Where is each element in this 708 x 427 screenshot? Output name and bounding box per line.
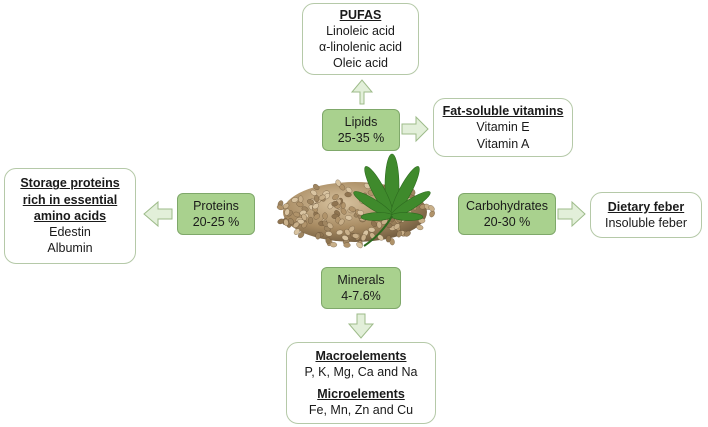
pufas-item: Oleic acid bbox=[333, 56, 388, 71]
hemp-seed bbox=[318, 194, 326, 201]
arrow-right-to-dietary-feber bbox=[557, 200, 586, 228]
lipids-label: Lipids bbox=[344, 114, 378, 129]
hemp-seed bbox=[340, 207, 347, 215]
hemp-seed bbox=[396, 230, 402, 238]
hemp-seed bbox=[322, 212, 328, 220]
hemp-seed bbox=[341, 235, 349, 241]
hemp-seed bbox=[310, 189, 318, 196]
hemp-seed bbox=[368, 227, 376, 233]
proteins-box: Proteins 20-25 % bbox=[177, 193, 255, 235]
storage-proteins-box: Storage proteins rich in essential amino… bbox=[4, 168, 136, 264]
hemp-seed bbox=[301, 213, 307, 221]
minerals-label: Minerals bbox=[337, 272, 385, 287]
arrow-left-to-storage-proteins bbox=[143, 200, 173, 228]
lipids-box: Lipids 25-35 % bbox=[322, 109, 400, 151]
hemp-seed bbox=[276, 204, 284, 211]
hemp-seed bbox=[291, 197, 299, 203]
pufas-item: α-linolenic acid bbox=[319, 40, 402, 54]
pufas-item: Linoleic acid bbox=[326, 23, 395, 38]
storage-protein-item: Edestin bbox=[49, 225, 91, 240]
minerals-value: 4-7.6% bbox=[341, 289, 381, 303]
storage-proteins-title-line: rich in essential bbox=[22, 192, 118, 207]
hemp-seed bbox=[389, 238, 395, 246]
arrow-up-to-pufas bbox=[350, 79, 374, 105]
hemp-seed bbox=[283, 218, 289, 227]
cannabis-leaf-icon bbox=[353, 153, 431, 247]
hemp-seed bbox=[288, 218, 294, 225]
hemp-seed bbox=[325, 237, 331, 245]
microelements-title: Microelements bbox=[317, 387, 405, 401]
hemp-seed bbox=[315, 232, 321, 240]
hemp-seed bbox=[343, 242, 351, 248]
arrow-down-to-elements bbox=[347, 313, 375, 339]
hemp-seed bbox=[326, 222, 334, 229]
storage-proteins-title-line: amino acids bbox=[33, 208, 107, 223]
fat-soluble-vitamins-box: Fat-soluble vitamins Vitamin E Vitamin A bbox=[433, 98, 573, 157]
dietary-feber-box: Dietary feber Insoluble feber bbox=[590, 192, 702, 238]
storage-proteins-title-line: Storage proteins bbox=[20, 176, 120, 191]
dietary-feber-title: Dietary feber bbox=[607, 199, 685, 214]
hemp-seed bbox=[329, 242, 338, 248]
vitamin-item: Vitamin A bbox=[476, 136, 530, 151]
macroelements-items: P, K, Mg, Ca and Na bbox=[304, 364, 418, 379]
hemp-seed bbox=[325, 231, 333, 237]
carbohydrates-box: Carbohydrates 20-30 % bbox=[458, 193, 556, 235]
hemp-seed bbox=[370, 220, 378, 227]
pufas-box: PUFAS Linoleic acid α-linolenic acid Ole… bbox=[302, 3, 419, 75]
hemp-seed bbox=[331, 201, 339, 207]
storage-protein-item: Albumin bbox=[47, 241, 93, 256]
hemp-seed bbox=[344, 228, 351, 236]
hemp-seed bbox=[335, 179, 342, 187]
hemp-seed bbox=[416, 224, 424, 231]
microelements-items: Fe, Mn, Zn and Cu bbox=[308, 403, 414, 418]
hemp-seed bbox=[284, 208, 290, 216]
elements-box: Macroelements P, K, Mg, Ca and Na Microe… bbox=[286, 342, 436, 424]
hemp-seed bbox=[293, 211, 301, 218]
hemp-seed bbox=[313, 183, 320, 191]
hemp-seed bbox=[352, 233, 360, 239]
hemp-seed bbox=[385, 235, 392, 243]
hemp-seed bbox=[345, 186, 353, 194]
hemp-seeds-and-cannabis-leaf-image bbox=[276, 153, 435, 249]
hemp-seed bbox=[345, 215, 353, 221]
hemp-seed bbox=[312, 203, 319, 210]
hemp-seed bbox=[297, 219, 305, 225]
hemp-seed bbox=[357, 210, 364, 216]
macroelements-title: Macroelements bbox=[315, 348, 407, 363]
hemp-seed bbox=[356, 242, 363, 249]
hemp-seed bbox=[344, 192, 352, 198]
hemp-seed bbox=[336, 229, 344, 236]
hemp-seed bbox=[428, 205, 435, 212]
hemp-seed bbox=[297, 231, 305, 239]
hemp-seed bbox=[298, 195, 304, 203]
vitamin-item: Vitamin E bbox=[476, 120, 530, 135]
carbohydrates-value: 20-30 % bbox=[483, 215, 531, 229]
lipids-value: 25-35 % bbox=[337, 131, 385, 145]
hemp-seed bbox=[307, 216, 314, 225]
hemp-seed bbox=[332, 194, 339, 201]
hemp-seed bbox=[322, 220, 329, 227]
hemp-seed bbox=[292, 221, 300, 228]
arrow-right-to-vitamins bbox=[401, 115, 429, 143]
hemp-seed bbox=[293, 228, 300, 235]
proteins-label: Proteins bbox=[193, 198, 239, 213]
fat-soluble-vitamins-title: Fat-soluble vitamins bbox=[442, 104, 564, 119]
proteins-value: 20-25 % bbox=[192, 215, 240, 229]
hemp-seed bbox=[338, 218, 345, 226]
dietary-feber-item: Insoluble feber bbox=[604, 216, 687, 230]
pufas-title: PUFAS bbox=[339, 7, 382, 22]
hemp-seed bbox=[307, 199, 314, 205]
carbohydrates-label: Carbohydrates bbox=[466, 198, 548, 213]
hemp-seed bbox=[360, 234, 367, 242]
hemp-seed bbox=[313, 213, 320, 220]
hemp-seed bbox=[404, 230, 411, 237]
hemp-seed bbox=[393, 223, 401, 230]
minerals-box: Minerals 4-7.6% bbox=[321, 267, 401, 309]
